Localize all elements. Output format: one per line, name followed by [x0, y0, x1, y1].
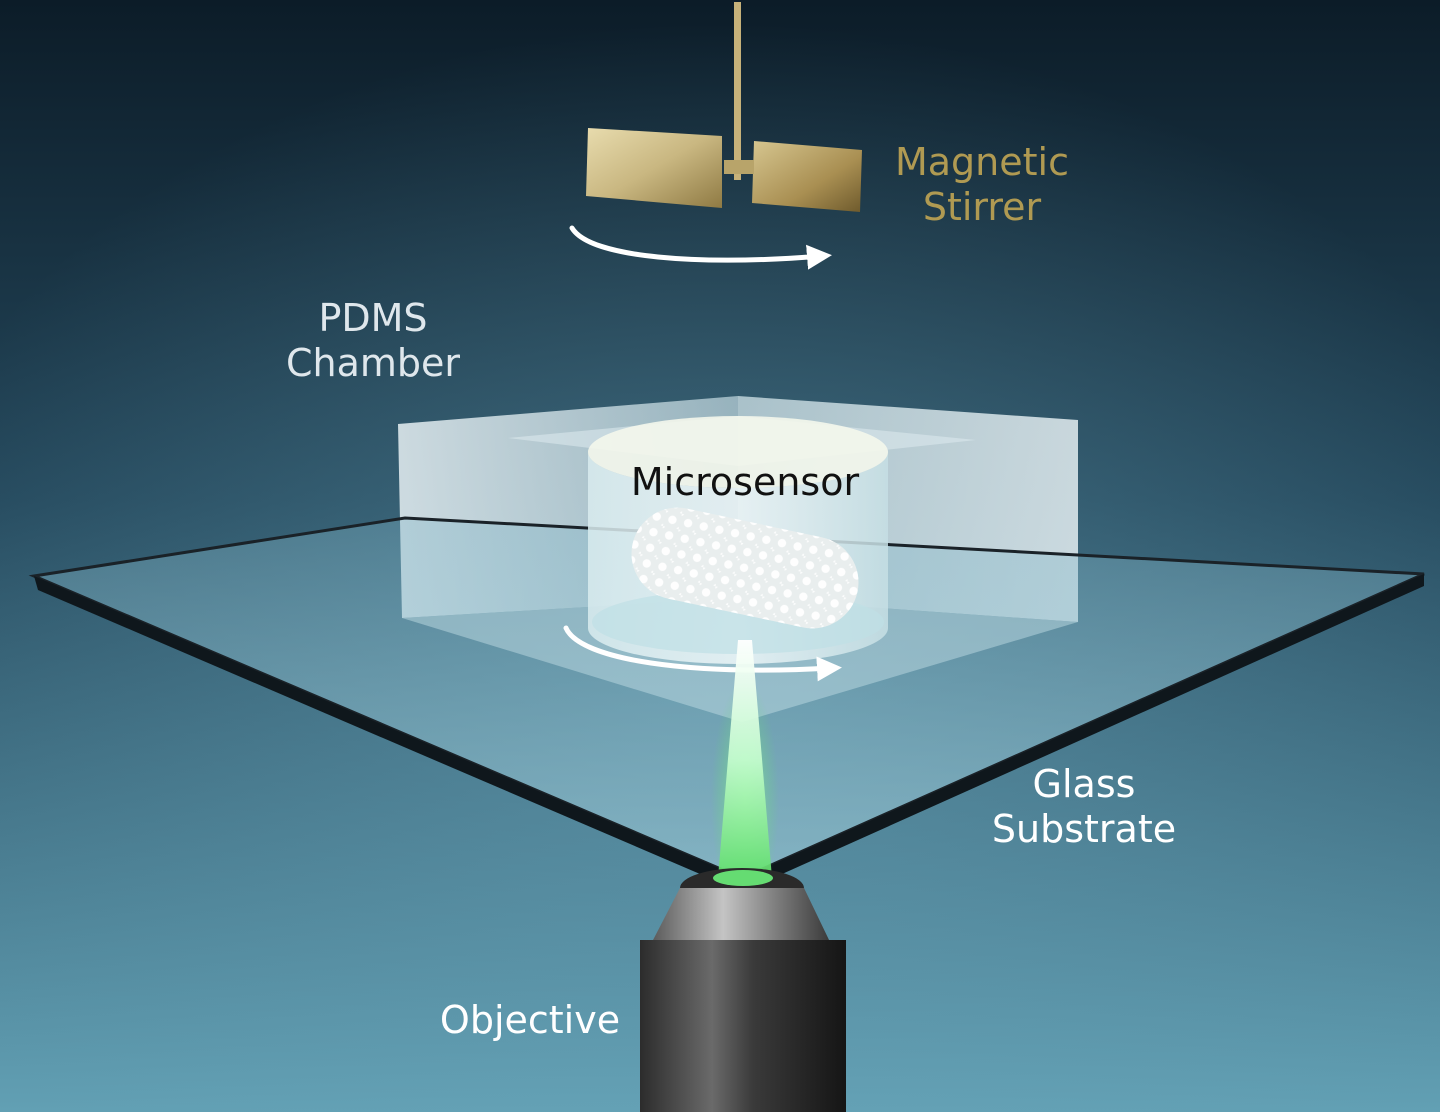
well-cylinder-top [588, 416, 888, 488]
objective-label-text: Objective [439, 998, 621, 1042]
stirrer-blade-right [752, 141, 862, 212]
stirrer-blade-left [586, 128, 722, 208]
pdms-chamber-label: PDMS Chamber [258, 296, 488, 386]
glass-plate-edge [34, 576, 742, 892]
magnetic-stirrer [586, 2, 862, 212]
magnetic-stirrer-label: Magnetic Stirrer [872, 140, 1092, 230]
objective-barrel [640, 940, 846, 1112]
pdms-chamber-label-line2: Chamber [285, 340, 461, 385]
stirrer-shaft [734, 2, 741, 180]
microsensor-tube [631, 507, 859, 629]
laser-beam-icon [711, 640, 779, 920]
stirrer-hub [724, 160, 754, 174]
rotation-arrow-icon [569, 225, 832, 270]
microsensor-label: Microsensor [600, 460, 890, 505]
objective-label: Objective [410, 998, 650, 1043]
glass-substrate-label-line1: Glass [1032, 762, 1136, 806]
glass-plate-edge-right [742, 574, 1424, 892]
rotation-arrow-icon [563, 625, 842, 682]
magnetic-stirrer-label-line2: Stirrer [922, 184, 1042, 229]
magnetic-stirrer-label-line1: Magnetic [894, 140, 1069, 184]
microsensor-label-text: Microsensor [630, 460, 860, 504]
pdms-chamber-label-line1: PDMS [318, 296, 428, 340]
objective-lens [640, 868, 846, 1112]
microsensor-well [588, 416, 888, 664]
objective-cone [652, 888, 830, 942]
glass-substrate-label-line2: Substrate [991, 806, 1177, 851]
glass-substrate-label: Glass Substrate [972, 762, 1196, 852]
